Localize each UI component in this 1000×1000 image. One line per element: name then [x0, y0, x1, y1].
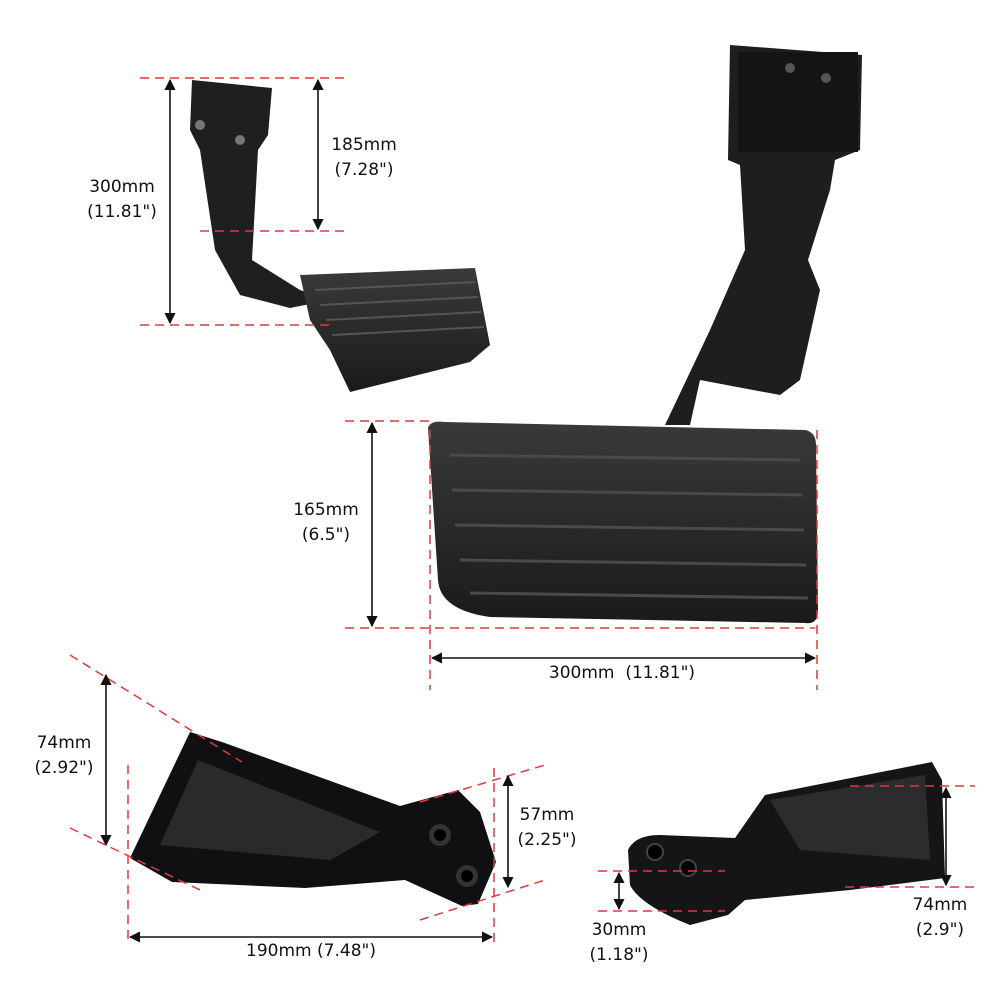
bumper-step-image: [428, 45, 862, 624]
metric-value: 74mm: [912, 895, 968, 915]
folded-step-image: [190, 80, 490, 392]
metric-value: 165mm: [293, 500, 359, 520]
metric-value: 300mm: [548, 663, 615, 683]
imperial-value: (1.18"): [589, 945, 649, 965]
bracket-end-image: [628, 762, 945, 925]
pad-width-label: 300mm (11.81"): [549, 661, 695, 686]
bracket-base-height-label: 30mm (1.18"): [590, 918, 649, 968]
metric-value: 190mm: [246, 941, 312, 961]
metric-value: 185mm: [331, 135, 397, 155]
imperial-value: (2.9"): [915, 920, 965, 940]
bracket-length-label: 190mm (7.48"): [246, 939, 376, 964]
imperial-value: (11.81"): [87, 202, 157, 222]
metric-value: 57mm: [519, 805, 575, 825]
bracket-side-image: [130, 732, 496, 906]
dimension-arrows: [100, 78, 952, 943]
height-label-folded: 300mm (11.81"): [87, 175, 157, 225]
imperial-value: (6.5"): [301, 525, 351, 545]
metric-value: 74mm: [36, 733, 92, 753]
bracket-end-height-label: 57mm (2.25"): [518, 803, 577, 853]
imperial-value: (7.28"): [334, 160, 394, 180]
imperial-value: (2.92"): [34, 758, 94, 778]
metric-value: 300mm: [89, 177, 155, 197]
upper-height-label-folded: 185mm (7.28"): [331, 133, 397, 183]
imperial-value: (11.81"): [625, 663, 696, 683]
pad-depth-label: 165mm (6.5"): [293, 498, 359, 548]
dimension-guides: [69, 77, 975, 945]
imperial-value: (7.48"): [317, 941, 376, 961]
bracket-rear-height-label: 74mm (2.9"): [913, 893, 968, 943]
bracket-height-label: 74mm (2.92"): [35, 731, 94, 781]
metric-value: 30mm: [591, 920, 647, 940]
imperial-value: (2.25"): [517, 830, 577, 850]
